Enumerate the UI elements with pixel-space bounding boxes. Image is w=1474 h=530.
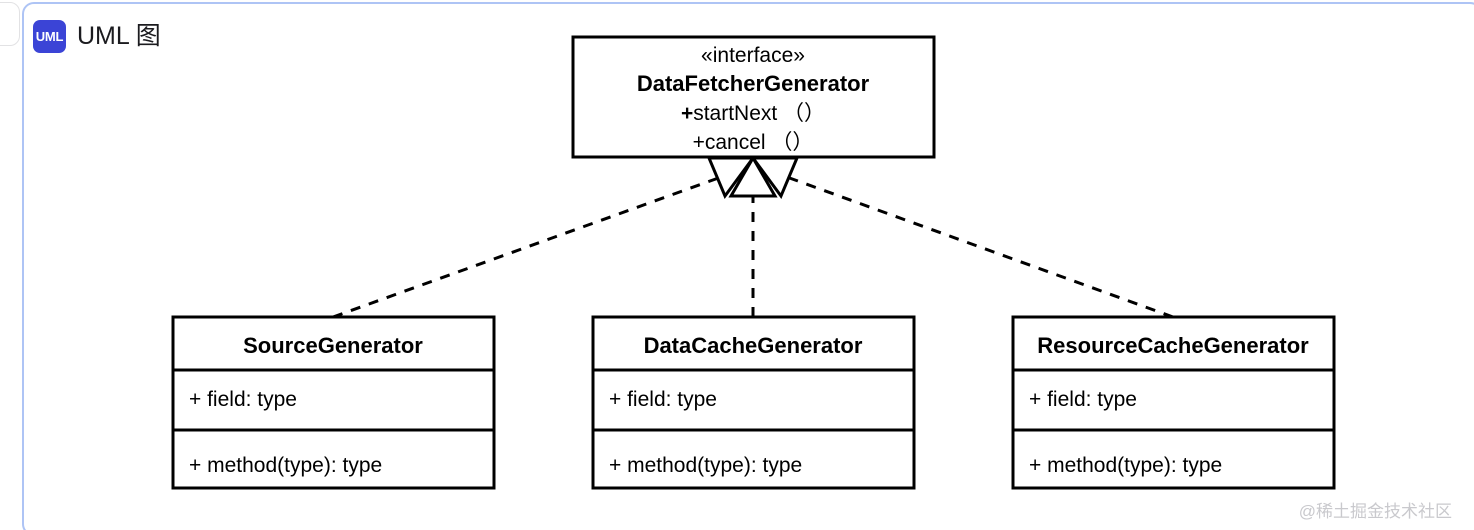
- interface-stereotype: «interface»: [701, 44, 805, 67]
- realization-line-resourcecache: [772, 170, 1174, 319]
- class-box-data-cache-generator[interactable]: [591, 315, 916, 490]
- realization-line-source: [332, 170, 736, 319]
- class-name-data-cache-generator: DataCacheGenerator: [644, 333, 863, 358]
- class-method-data-cache-generator: + method(type): type: [609, 454, 802, 477]
- class-field-data-cache-generator: + field: type: [609, 388, 717, 411]
- realization-arrowhead-datacache: [728, 155, 778, 198]
- class-name-source-generator: SourceGenerator: [243, 333, 423, 358]
- interface-operation-0: +startNext （）: [681, 102, 825, 125]
- adjacent-card-edge: [0, 2, 20, 46]
- interface-operation-1-visibility: +: [693, 131, 705, 154]
- class-field-source-generator: + field: type: [189, 388, 297, 411]
- class-box-resource-cache-generator[interactable]: [1011, 315, 1336, 490]
- class-field-resource-cache-generator: + field: type: [1029, 388, 1137, 411]
- watermark: @稀土掘金技术社区: [1298, 502, 1452, 521]
- interface-operation-0-label: startNext （）: [693, 102, 825, 125]
- card-header: UML UML 图: [33, 20, 161, 53]
- interface-name: DataFetcherGenerator: [637, 71, 870, 96]
- interface-operation-0-visibility: +: [681, 102, 693, 125]
- class-method-source-generator: + method(type): type: [189, 454, 382, 477]
- interface-operation-1: +cancel （）: [693, 131, 814, 154]
- uml-badge-icon: UML: [33, 20, 66, 53]
- class-name-resource-cache-generator: ResourceCacheGenerator: [1037, 333, 1309, 358]
- class-box-source-generator[interactable]: [171, 315, 496, 490]
- interface-operation-1-label: cancel （）: [705, 131, 814, 154]
- card-title: UML 图: [77, 22, 161, 50]
- interface-box[interactable]: [571, 35, 936, 159]
- class-method-resource-cache-generator: + method(type): type: [1029, 454, 1222, 477]
